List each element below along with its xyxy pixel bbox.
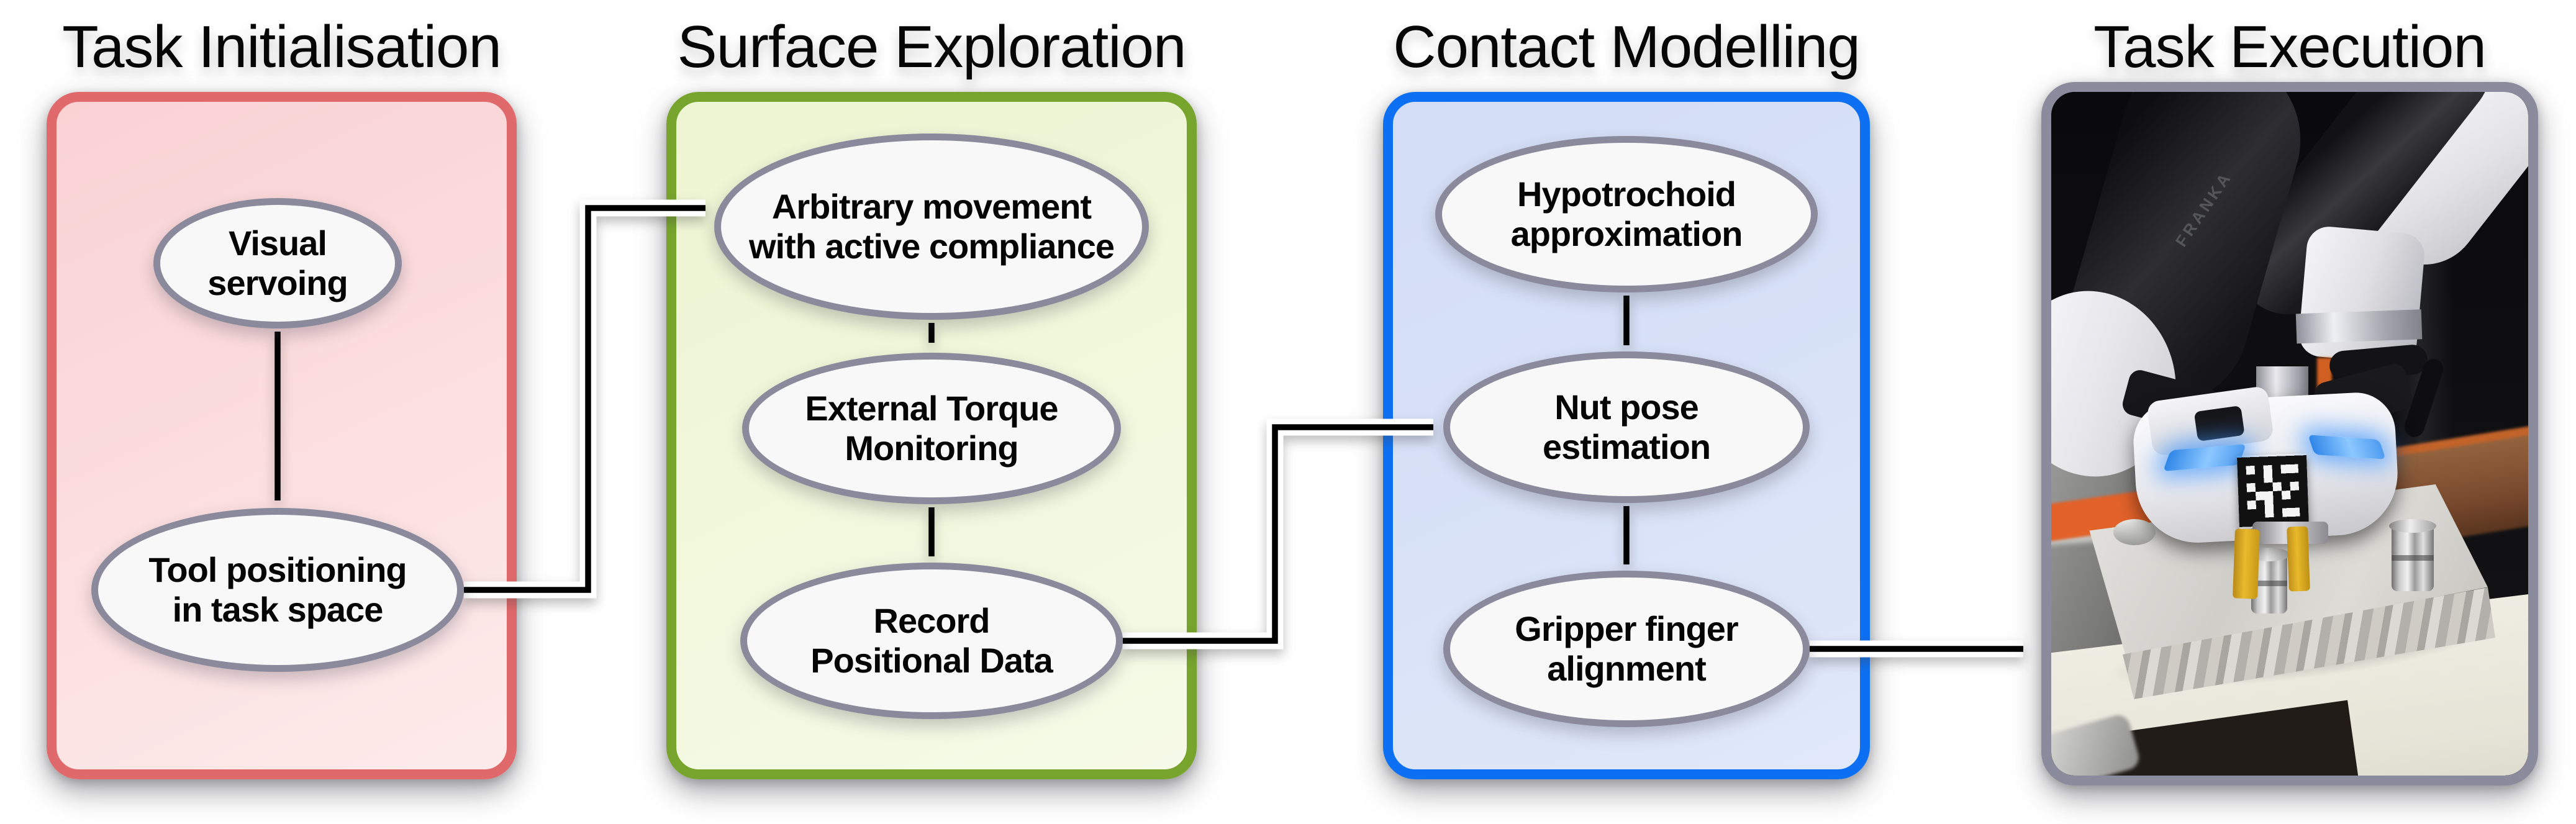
robot-photo: FRANKA (2051, 92, 2528, 776)
node-tool-positioning: Tool positioning in task space (91, 508, 464, 672)
node-tool-positioning-label: Tool positioning in task space (148, 550, 407, 629)
arrow-casing-stage1-stage2 (464, 199, 705, 599)
node-visual-servoing-label: Visual servoing (207, 224, 348, 302)
node-external-torque-label: External Torque Monitoring (805, 389, 1058, 468)
arrow-stage1-to-stage2 (464, 205, 705, 593)
nut-right-split (2392, 555, 2434, 561)
stage-title-task-execution: Task Execution (2093, 14, 2487, 80)
node-external-torque: External Torque Monitoring (742, 353, 1121, 504)
node-hypotrochoid-label: Hypotrochoid approximation (1510, 174, 1743, 253)
node-nut-pose: Nut pose estimation (1443, 351, 1810, 503)
nut-right (2389, 519, 2436, 591)
nut-right-cap (2389, 519, 2436, 533)
node-record-positional-label: Record Positional Data (810, 601, 1053, 680)
task-execution-photo-frame: FRANKA (2041, 82, 2538, 786)
node-hypotrochoid: Hypotrochoid approximation (1435, 136, 1818, 292)
nut-center (2249, 548, 2290, 613)
nut-left (2113, 519, 2156, 545)
stage-title-contact-modelling: Contact Modelling (1393, 14, 1860, 80)
node-arbitrary-movement-label: Arbitrary movement with active complianc… (749, 187, 1115, 266)
wrist-joint-silver-ring (2295, 309, 2423, 344)
node-gripper-alignment: Gripper finger alignment (1443, 571, 1810, 727)
arrow-casing-stage2-stage3 (1123, 419, 1433, 650)
stage-title-surface-exploration: Surface Exploration (677, 14, 1187, 80)
nut-center-split (2251, 581, 2287, 587)
node-nut-pose-label: Nut pose estimation (1542, 387, 1711, 466)
gripper-finger-left (2233, 528, 2260, 599)
robot-wrist-joint (2295, 225, 2426, 365)
gripper-finger-right (2287, 526, 2310, 592)
arrow-stage2-to-stage3 (1123, 424, 1433, 644)
node-visual-servoing: Visual servoing (153, 198, 402, 328)
node-arbitrary-movement: Arbitrary movement with active complianc… (714, 134, 1149, 320)
apriltag-marker (2237, 455, 2309, 527)
franka-logo-text: FRANKA (2171, 168, 2236, 250)
wrist-camera-window (2193, 405, 2245, 442)
node-record-positional: Record Positional Data (740, 563, 1123, 719)
node-gripper-alignment-label: Gripper finger alignment (1515, 609, 1738, 688)
stage-title-task-initialisation: Task Initialisation (62, 14, 502, 80)
